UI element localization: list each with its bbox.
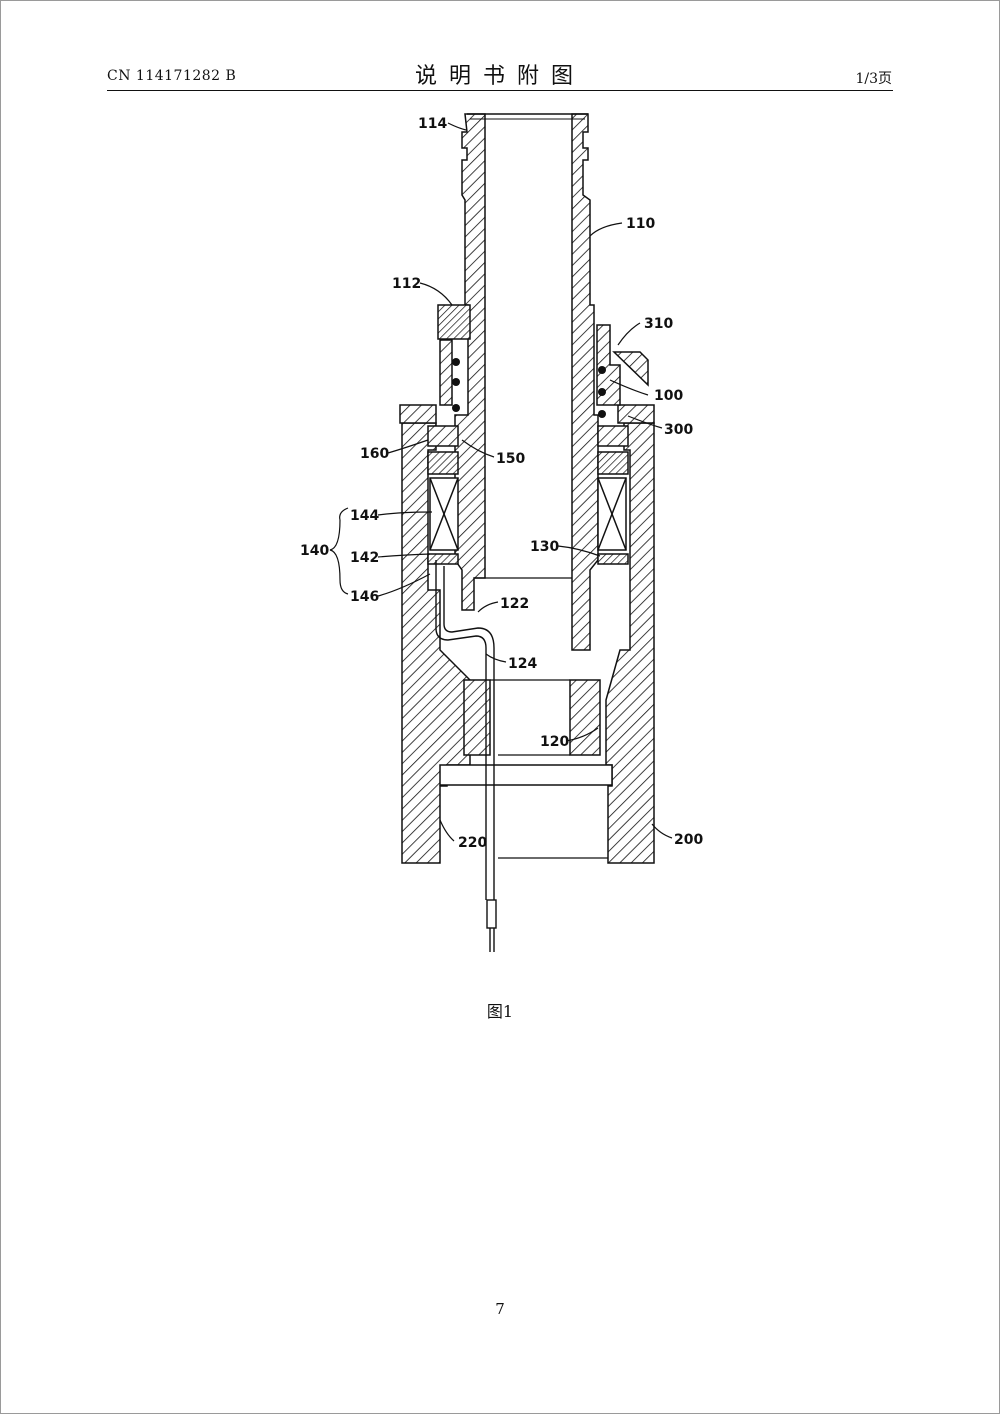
label-160: 160 bbox=[360, 446, 389, 462]
label-124: 124 bbox=[508, 656, 537, 672]
coil-144 bbox=[429, 477, 627, 551]
label-310: 310 bbox=[644, 316, 673, 332]
label-220: 220 bbox=[458, 835, 487, 851]
coil-bobbin-142 bbox=[427, 451, 629, 565]
patent-drawing: 114 110 112 310 100 300 160 150 144 140 … bbox=[300, 113, 703, 952]
cap-112 bbox=[437, 304, 471, 340]
label-150: 150 bbox=[496, 451, 525, 467]
label-114: 114 bbox=[418, 116, 447, 132]
leader-lines bbox=[329, 122, 673, 842]
label-146: 146 bbox=[350, 589, 379, 605]
label-100: 100 bbox=[654, 388, 683, 404]
flange-220 bbox=[439, 764, 613, 786]
figure-caption: 图1 bbox=[486, 1002, 514, 1021]
housing-200 bbox=[399, 404, 655, 864]
section-title: 说明书附图 bbox=[414, 64, 585, 89]
tube-120 bbox=[463, 679, 601, 756]
label-110: 110 bbox=[626, 216, 655, 232]
label-140: 140 bbox=[300, 543, 329, 559]
label-120: 120 bbox=[540, 734, 569, 750]
page-indicator: 1/3页 bbox=[855, 71, 892, 87]
tube-110 bbox=[454, 113, 599, 651]
label-130: 130 bbox=[530, 539, 559, 555]
label-200: 200 bbox=[674, 832, 703, 848]
header-rule bbox=[107, 90, 893, 91]
publication-number: CN 114171282 B bbox=[107, 68, 237, 84]
label-300: 300 bbox=[664, 422, 693, 438]
label-112: 112 bbox=[392, 276, 421, 292]
label-144: 144 bbox=[350, 508, 379, 524]
label-142: 142 bbox=[350, 550, 379, 566]
springs-100 bbox=[452, 358, 606, 418]
page-number: 7 bbox=[495, 1300, 505, 1318]
seal-160 bbox=[427, 425, 629, 447]
nut-300-310 bbox=[439, 324, 649, 406]
cable bbox=[435, 560, 497, 952]
label-122: 122 bbox=[500, 596, 529, 612]
